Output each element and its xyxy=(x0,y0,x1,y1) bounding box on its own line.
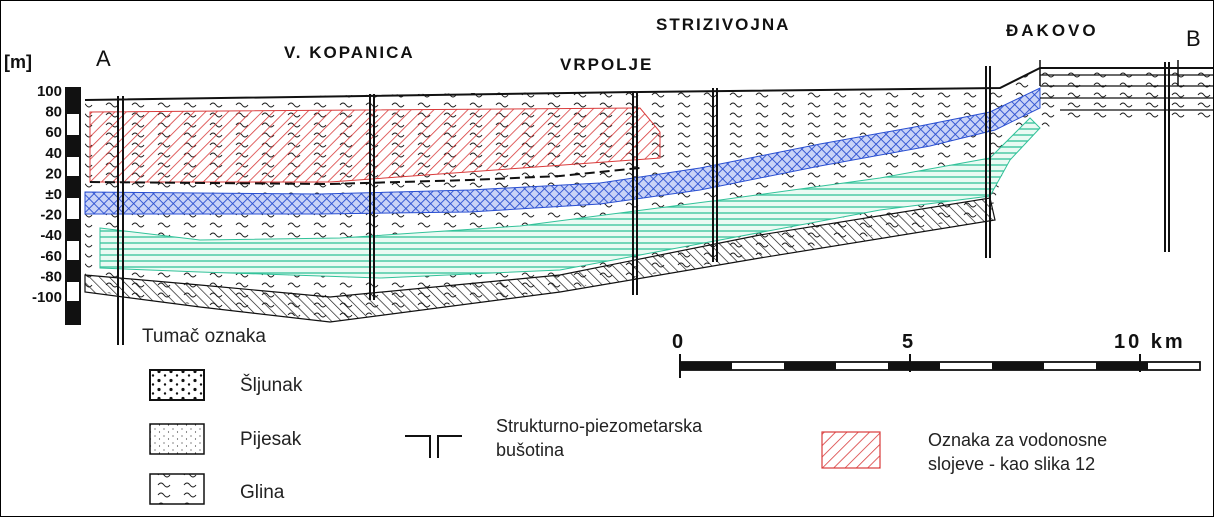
depth-tick-label: 20 xyxy=(45,165,62,182)
legend-borehole-line1: Strukturno-piezometarska xyxy=(496,416,703,436)
depth-tick-labels: 100 80 60 40 20 ±0 -20 -40 -60 -80 -100 xyxy=(32,83,62,306)
depth-tick-label: -20 xyxy=(40,207,62,224)
depth-tick-label: ±0 xyxy=(45,186,62,203)
legend-clay-label: Glina xyxy=(240,482,285,503)
profile-start-label: A xyxy=(96,46,111,71)
depth-tick-label: -40 xyxy=(40,227,62,244)
depth-scale-bar xyxy=(66,88,80,324)
legend-borehole-line2: bušotina xyxy=(496,440,565,460)
depth-tick-label: -100 xyxy=(32,289,62,306)
depth-tick-label: -80 xyxy=(40,268,62,285)
scale-label-10km: 10 km xyxy=(1114,331,1186,353)
legend-sand-swatch xyxy=(150,424,204,454)
place-v-kopanica: V. KOPANICA xyxy=(284,43,415,62)
place-vrpolje: VRPOLJE xyxy=(560,55,653,74)
km-scale-bar xyxy=(680,354,1200,378)
legend-gravel-label: Šljunak xyxy=(240,374,303,396)
legend-aquifer-line2: slojeve - kao slika 12 xyxy=(928,454,1095,474)
scale-label-0: 0 xyxy=(672,331,683,353)
scale-label-5: 5 xyxy=(902,331,913,353)
depth-tick-label: 100 xyxy=(37,83,62,100)
legend-title: Tumač oznaka xyxy=(142,326,266,347)
depth-unit-label: [m] xyxy=(4,52,32,72)
legend-aquifer-line1: Oznaka za vodonosne xyxy=(928,430,1107,450)
legend-sand-label: Pijesak xyxy=(240,429,302,450)
place-djakovo: ĐAKOVO xyxy=(1006,21,1099,40)
depth-tick-label: 60 xyxy=(45,124,62,141)
legend-clay-swatch xyxy=(150,474,204,504)
legend-gravel-swatch xyxy=(150,370,204,400)
depth-tick-label: 40 xyxy=(45,145,62,162)
borehole-symbol-icon xyxy=(405,436,462,458)
depth-tick-label: -60 xyxy=(40,248,62,265)
profile-end-label: B xyxy=(1186,26,1201,51)
place-strizivojna: STRIZIVOJNA xyxy=(656,15,790,34)
legend-aquifer-swatch xyxy=(822,432,880,468)
depth-tick-label: 80 xyxy=(45,104,62,121)
